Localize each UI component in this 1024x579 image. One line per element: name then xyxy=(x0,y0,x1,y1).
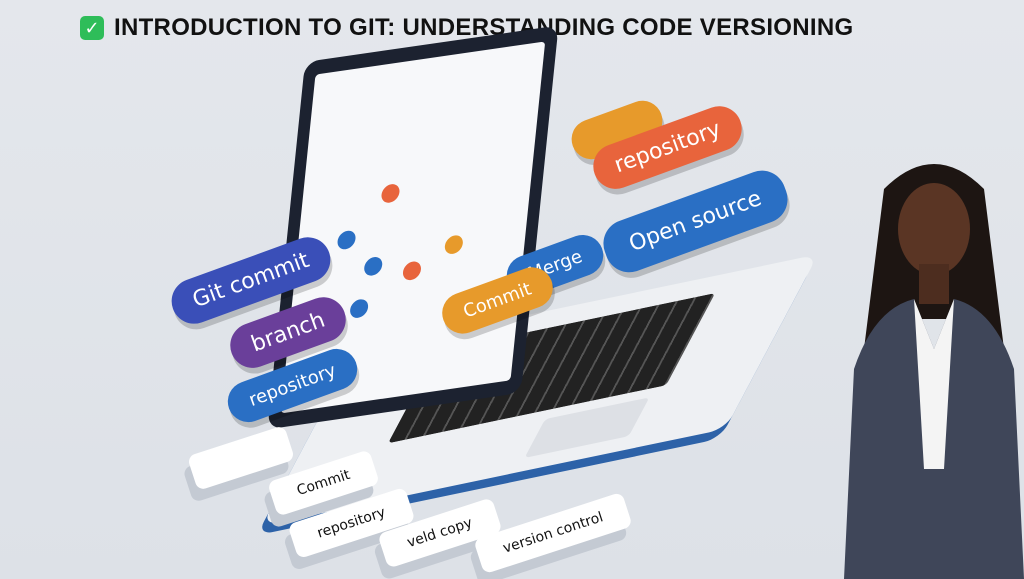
commit-node xyxy=(349,298,370,320)
commit-node xyxy=(363,255,384,277)
card-version-control: version control xyxy=(473,491,634,575)
presenter-portrait xyxy=(844,164,1024,579)
commit-node xyxy=(402,260,422,282)
commit-node xyxy=(380,182,401,204)
check-mark-button-icon: ✓ xyxy=(80,16,104,40)
commit-node xyxy=(336,229,357,251)
commit-node xyxy=(443,234,464,256)
